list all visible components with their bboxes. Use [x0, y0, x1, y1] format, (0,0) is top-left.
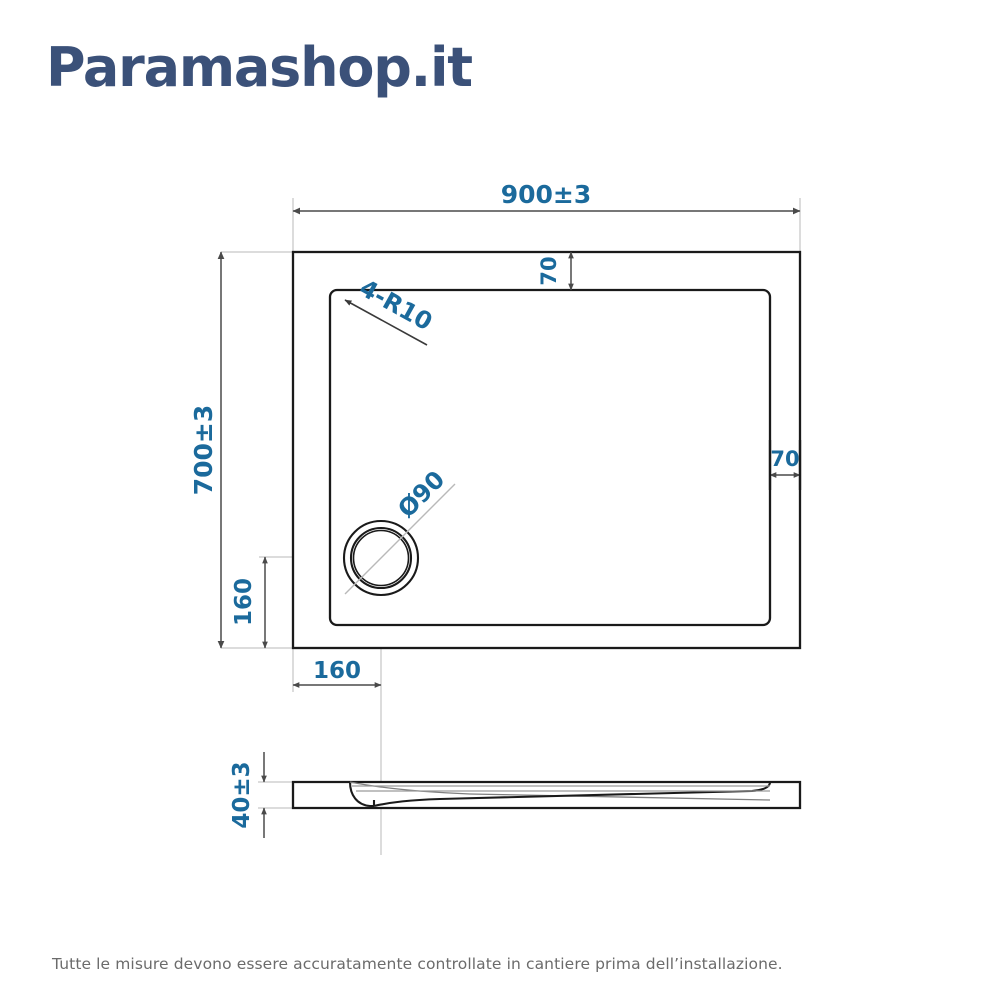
dimension-label-width: 900±3 — [501, 180, 592, 209]
dimension-label-drain-offset-y: 160 — [231, 578, 257, 626]
dimension-label-depth: 700±3 — [189, 405, 218, 496]
dimension-rim-top: 70 — [537, 251, 574, 291]
section-drain-recess — [348, 781, 374, 808]
brand-logo: Paramashop.it — [46, 36, 473, 99]
dimension-drain-offset-y: 160 — [231, 556, 268, 649]
section-view — [291, 780, 802, 810]
dimension-label-thickness: 40±3 — [229, 761, 255, 828]
dimension-rim-right: 70 — [768, 440, 802, 490]
dimension-label-rim-right: 70 — [770, 447, 799, 471]
drawing-caption: Tutte le misure devono essere accuratame… — [52, 955, 783, 973]
dimension-overall-width: 900±3 — [292, 180, 801, 215]
dimension-drain-offset-x: 160 — [292, 658, 382, 688]
plan-view — [291, 250, 802, 650]
drain-outlet — [342, 519, 420, 597]
dimension-thickness: 40±3 — [229, 752, 267, 838]
dimension-label-drain-offset-x: 160 — [313, 658, 361, 684]
tray-inner-basin — [328, 288, 772, 627]
dimension-label-rim-top: 70 — [537, 256, 561, 285]
dimension-overall-depth: 700±3 — [189, 251, 225, 649]
section-slope-upper — [349, 781, 771, 801]
